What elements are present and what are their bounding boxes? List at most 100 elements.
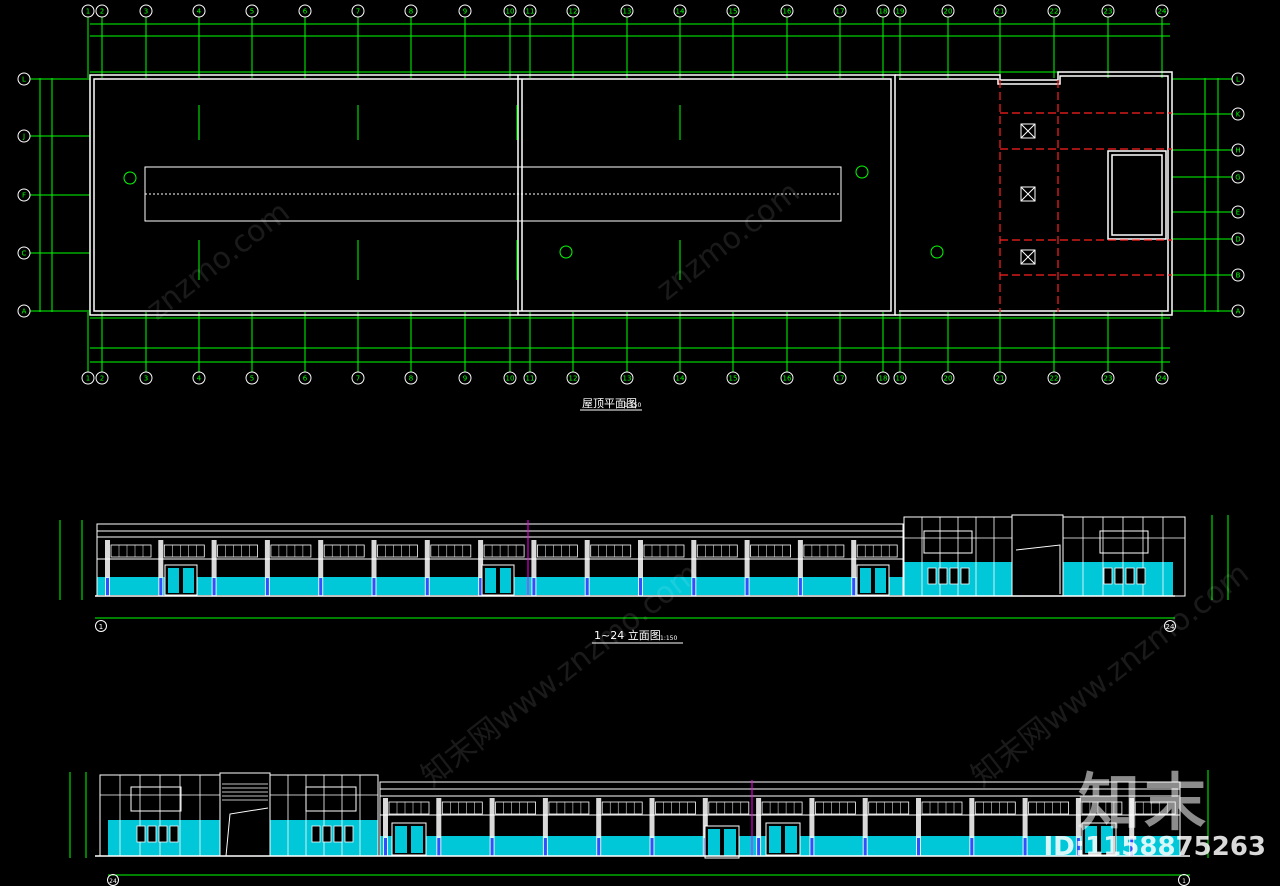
plan-bottom-axis-22: 22	[1047, 371, 1061, 385]
svg-text:20: 20	[944, 8, 953, 16]
svg-text:L: L	[22, 76, 26, 84]
plan-top-axis-7: 7	[351, 4, 365, 18]
svg-text:9: 9	[463, 8, 467, 16]
drawing-id-label: ID:1158875263	[1043, 832, 1266, 862]
svg-text:24: 24	[1158, 8, 1167, 16]
svg-text:2: 2	[100, 8, 104, 16]
plan-top-axis-4: 4	[192, 4, 206, 18]
plan-right-axis-H: H	[1231, 143, 1245, 157]
plan-bottom-axis-7: 7	[351, 371, 365, 385]
svg-text:10: 10	[506, 8, 515, 16]
svg-text:19: 19	[896, 375, 905, 383]
plan-top-axis-17: 17	[833, 4, 847, 18]
svg-text:D: D	[1235, 236, 1240, 244]
svg-text:5: 5	[250, 8, 254, 16]
plan-left-axis-F: F	[17, 188, 31, 202]
svg-text:3: 3	[144, 8, 148, 16]
plan-top-axis-19: 19	[893, 4, 907, 18]
plan-right-axis-E: E	[1231, 205, 1245, 219]
plan-right-axis-K: K	[1231, 107, 1245, 121]
plan-top-axis-16: 16	[780, 4, 794, 18]
plan-bottom-axis-16: 16	[780, 371, 794, 385]
svg-text:10: 10	[506, 375, 515, 383]
svg-text:9: 9	[463, 375, 467, 383]
svg-text:16: 16	[783, 375, 792, 383]
plan-left-axis-L: L	[17, 72, 31, 86]
plan-top-axis-11: 11	[523, 4, 537, 18]
brand-logo: 知末	[1077, 766, 1210, 839]
plan-top-axis-2: 2	[95, 4, 109, 18]
svg-text:K: K	[1236, 111, 1241, 119]
plan-bottom-axis-17: 17	[833, 371, 847, 385]
plan-bottom-axis-3: 3	[139, 371, 153, 385]
svg-text:8: 8	[409, 375, 413, 383]
plan-right-axis-L: L	[1231, 72, 1245, 86]
plan-bottom-axis-21: 21	[993, 371, 1007, 385]
svg-text:12: 12	[569, 375, 578, 383]
svg-text:2: 2	[100, 375, 104, 383]
svg-text:13: 13	[623, 375, 632, 383]
svg-text:23: 23	[1104, 375, 1113, 383]
svg-text:21: 21	[996, 8, 1005, 16]
svg-text:17: 17	[836, 375, 845, 383]
plan-top-axis-20: 20	[941, 4, 955, 18]
svg-text:19: 19	[896, 8, 905, 16]
plan-bottom-axis-2: 2	[95, 371, 109, 385]
front-elevation: 1 24 1~24 立面图 1:150	[59, 514, 1229, 644]
svg-text:6: 6	[303, 8, 308, 16]
svg-text:22: 22	[1050, 375, 1059, 383]
rear-axis-left: 24	[109, 878, 117, 885]
plan-top-axis-3: 3	[139, 4, 153, 18]
svg-text:16: 16	[783, 8, 792, 16]
svg-text:A: A	[22, 308, 27, 316]
plan-top-axis-14: 14	[673, 4, 687, 18]
svg-text:7: 7	[356, 8, 360, 16]
front-elevation-scale: 1:150	[660, 635, 677, 642]
svg-text:B: B	[1236, 272, 1241, 280]
svg-text:8: 8	[409, 8, 413, 16]
front-elevation-title: 1~24 立面图	[594, 628, 661, 642]
svg-text:23: 23	[1104, 8, 1113, 16]
plan-bottom-axis-1: 1	[81, 371, 95, 385]
plan-right-axis-B: B	[1231, 268, 1245, 282]
plan-bottom-axis-4: 4	[192, 371, 206, 385]
svg-text:12: 12	[569, 8, 578, 16]
plan-top-axis-22: 22	[1047, 4, 1061, 18]
svg-text:4: 4	[197, 8, 202, 16]
plan-top-axis-12: 12	[566, 4, 580, 18]
svg-text:6: 6	[303, 375, 308, 383]
plan-left-axis-C: C	[17, 246, 31, 260]
svg-text:22: 22	[1050, 8, 1059, 16]
plan-top-axis-9: 9	[458, 4, 472, 18]
svg-text:11: 11	[526, 375, 535, 383]
svg-text:17: 17	[836, 8, 845, 16]
svg-text:18: 18	[879, 8, 888, 16]
svg-text:14: 14	[676, 8, 685, 16]
svg-text:13: 13	[623, 8, 632, 16]
svg-text:J: J	[22, 133, 25, 141]
svg-text:15: 15	[729, 375, 738, 383]
svg-text:24: 24	[1158, 375, 1167, 383]
svg-text:L: L	[1236, 76, 1240, 84]
plan-bottom-axis-19: 19	[893, 371, 907, 385]
svg-text:H: H	[1235, 147, 1240, 155]
plan-bottom-axis-5: 5	[245, 371, 259, 385]
svg-text:1: 1	[86, 375, 90, 383]
plan-top-axis-18: 18	[876, 4, 890, 18]
plan-bottom-axis-12: 12	[566, 371, 580, 385]
plan-left-axis-A: A	[17, 304, 31, 318]
plan-bottom-axis-8: 8	[404, 371, 418, 385]
svg-text:18: 18	[879, 375, 888, 383]
svg-text:5: 5	[250, 375, 254, 383]
svg-text:F: F	[22, 192, 26, 200]
plan-left-axis-J: J	[17, 129, 31, 143]
roof-plan-scale: 1:150	[624, 402, 641, 409]
front-axis-left: 1	[99, 623, 103, 631]
plan-bottom-axis-11: 11	[523, 371, 537, 385]
plan-top-axis-21: 21	[993, 4, 1007, 18]
plan-bottom-axis-10: 10	[503, 371, 517, 385]
